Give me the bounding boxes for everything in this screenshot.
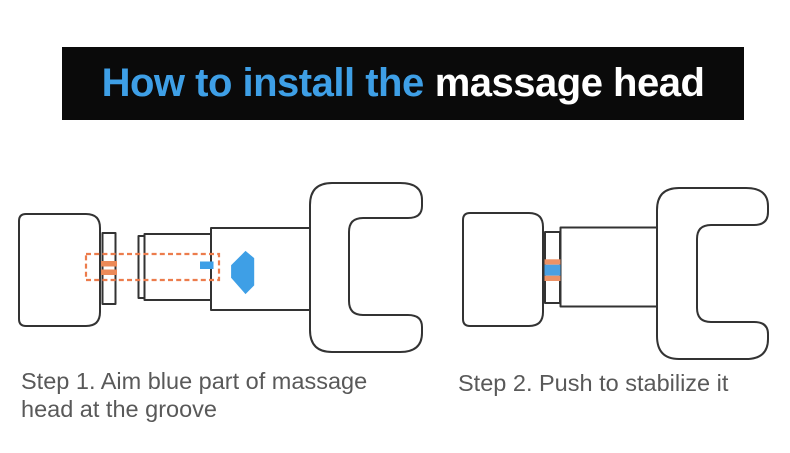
step2-caption-line1: Step 2. Push to stabilize it bbox=[458, 370, 729, 396]
aligned-stripe-orange-bottom bbox=[544, 275, 561, 281]
device-collar bbox=[101, 232, 117, 305]
groove-marker-top bbox=[101, 261, 117, 267]
groove-marker-bottom bbox=[101, 269, 117, 275]
massage-head-outline bbox=[656, 187, 769, 360]
title-highlight-text: How to install the bbox=[101, 61, 425, 105]
device-body-outline bbox=[18, 213, 101, 327]
groove-highlight-dashed-box bbox=[84, 252, 221, 282]
aligned-stripe-orange-top bbox=[544, 259, 561, 265]
title-rest-text: massage head bbox=[434, 61, 705, 105]
aligned-stripe-blue bbox=[544, 264, 561, 276]
step1-illustration bbox=[18, 182, 423, 353]
attachment-shaft bbox=[559, 226, 658, 308]
step1-caption-line2: head at the groove bbox=[21, 396, 217, 422]
step2-illustration bbox=[462, 187, 769, 360]
push-direction-arrow-icon bbox=[231, 250, 255, 295]
step1-caption: Step 1. Aim blue part of massage head at… bbox=[21, 367, 441, 423]
massage-head-outline bbox=[309, 182, 423, 353]
step1-caption-line1: Step 1. Aim blue part of massage bbox=[21, 368, 368, 394]
title-banner: How to install the massage head bbox=[62, 47, 744, 120]
device-body-outline bbox=[462, 212, 544, 327]
blue-tab-marker bbox=[200, 261, 214, 269]
step2-caption: Step 2. Push to stabilize it bbox=[458, 369, 778, 397]
attachment-adapter bbox=[210, 227, 311, 311]
